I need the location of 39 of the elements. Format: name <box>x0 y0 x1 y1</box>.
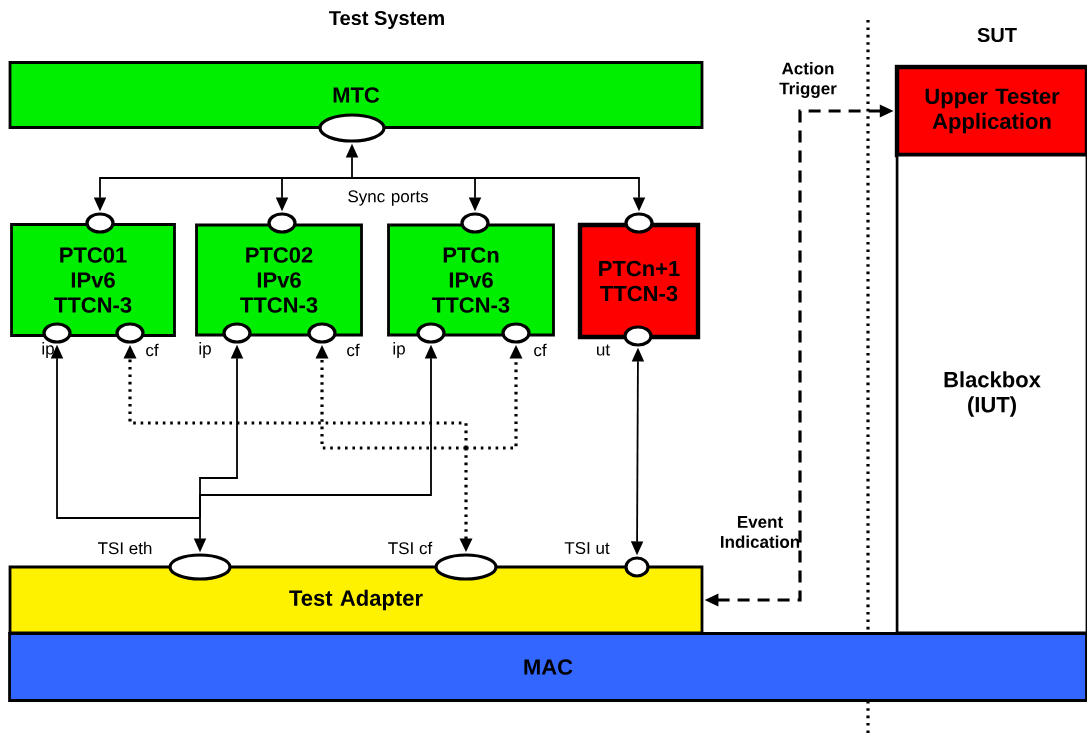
port-ellipse <box>416 322 446 344</box>
port-label: ip <box>42 342 54 358</box>
blackbox: Blackbox (IUT) <box>895 153 1087 635</box>
note-label: Event Indication <box>721 516 800 548</box>
adapter-box: Test Adapter <box>8 565 704 635</box>
port-label: cf <box>146 343 159 357</box>
port-label: TSI eth <box>98 541 152 555</box>
port-ellipse <box>267 212 297 234</box>
port-ellipse <box>434 553 498 581</box>
port-label: ip <box>199 342 211 358</box>
port-ellipse <box>623 325 653 347</box>
port-ellipse <box>318 113 386 143</box>
port-ellipse <box>222 322 252 344</box>
component-box: PTCn IPv6 TTCN-3 <box>387 223 555 337</box>
port-label: cf <box>534 343 547 357</box>
port-ellipse <box>42 322 72 344</box>
port-label: TSI ut <box>564 542 610 554</box>
heading: Test System <box>329 10 444 30</box>
port-ellipse <box>307 322 337 344</box>
port-ellipse <box>168 553 232 581</box>
component-box: PTC01 IPv6 TTCN-3 <box>10 223 176 337</box>
group-label: Sync ports <box>348 190 428 206</box>
component-box: PTCn+1 TTCN-3 <box>577 222 701 340</box>
port-ellipse <box>460 212 490 234</box>
port-ellipse <box>115 322 145 344</box>
port-label: ip <box>393 342 405 358</box>
port-label: TSI cf <box>388 541 433 555</box>
mac-band: MAC <box>8 632 1087 702</box>
port-ellipse <box>85 212 115 234</box>
port-ellipse <box>624 556 650 578</box>
edge-label: Action Trigger <box>779 62 837 98</box>
port-label: cf <box>347 343 360 357</box>
mtc-box: MTC <box>8 61 704 129</box>
heading: SUT <box>977 27 1017 43</box>
port-ellipse <box>501 322 531 344</box>
component-box: PTC02 IPv6 TTCN-3 <box>195 223 363 337</box>
application-box: Upper Tester Application <box>894 64 1087 158</box>
port-ellipse <box>624 212 654 234</box>
port-label: ut <box>597 344 610 356</box>
